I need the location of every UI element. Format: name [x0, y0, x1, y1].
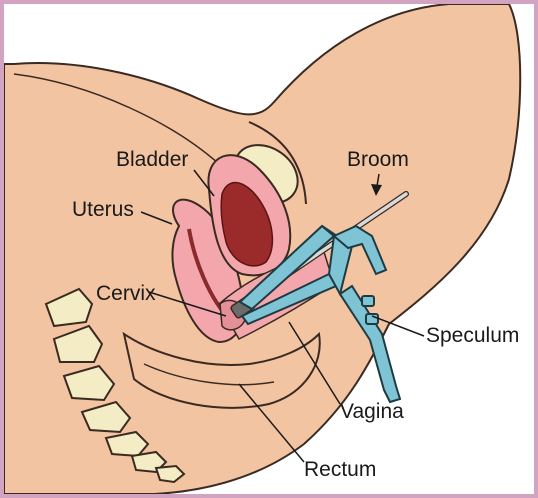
- label-broom: Broom: [347, 148, 409, 171]
- label-cervix: Cervix: [96, 282, 156, 305]
- label-vagina: Vagina: [340, 400, 404, 423]
- label-rectum: Rectum: [304, 458, 376, 481]
- label-speculum: Speculum: [426, 324, 519, 347]
- anatomy-diagram: Bladder Broom Uterus Cervix Speculum Vag…: [4, 4, 534, 494]
- label-bladder: Bladder: [116, 148, 188, 171]
- label-uterus: Uterus: [72, 198, 134, 221]
